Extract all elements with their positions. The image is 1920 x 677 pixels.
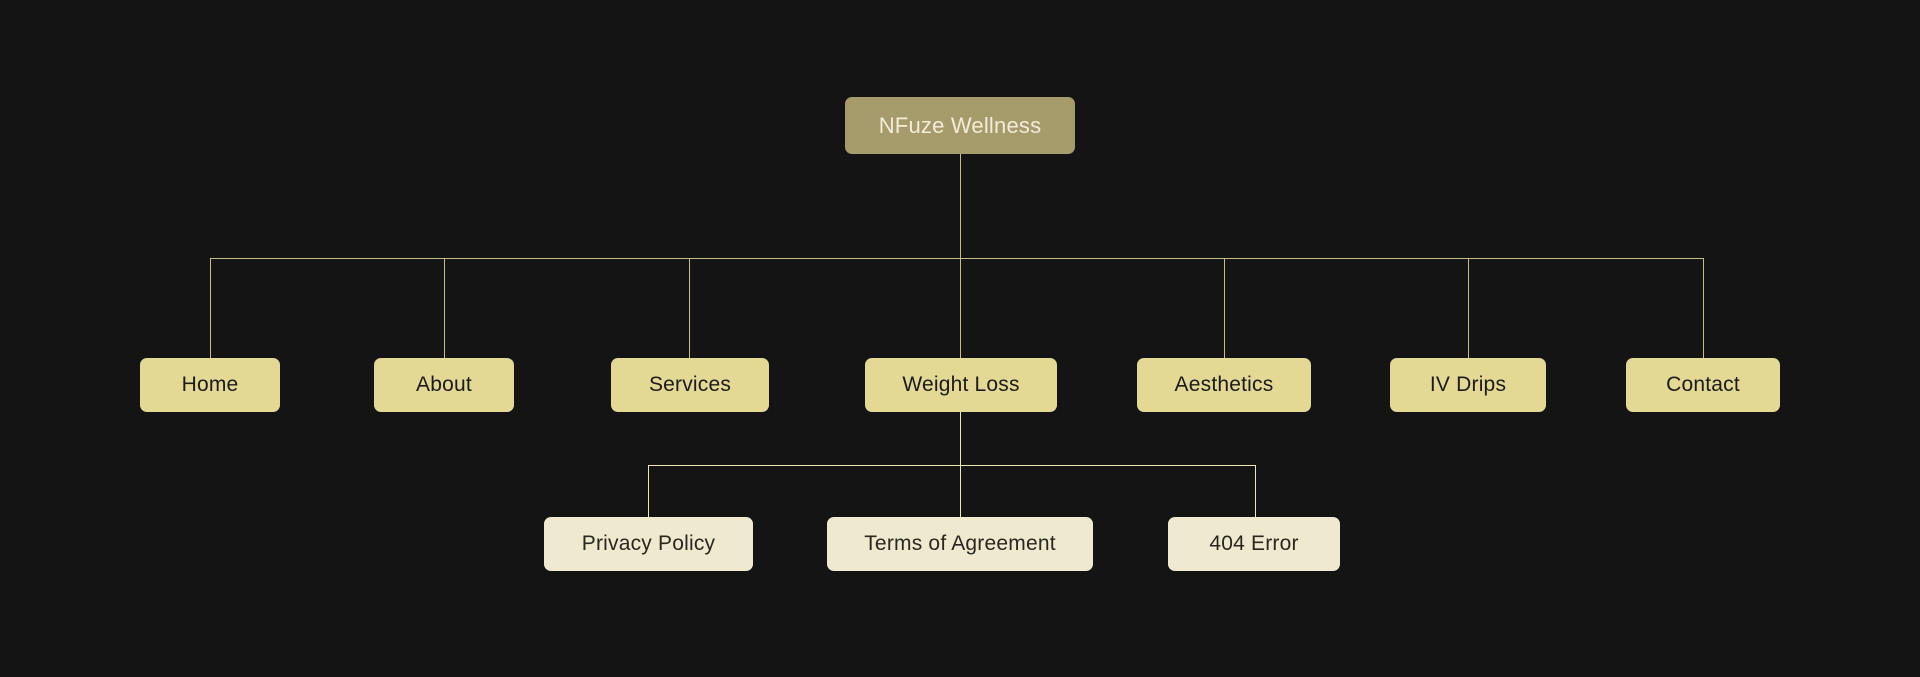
edge-drop-404-error [1255, 465, 1256, 559]
node-weight-loss-label: Weight Loss [902, 373, 1020, 396]
edge-drop-aesthetics [1224, 258, 1225, 358]
edge-drop-iv-drips [1468, 258, 1469, 358]
node-services[interactable]: Services [611, 358, 769, 412]
node-404-error-label: 404 Error [1209, 532, 1299, 555]
edge-drop-weight-loss [960, 258, 961, 358]
node-privacy-policy[interactable]: Privacy Policy [544, 517, 753, 571]
node-home-label: Home [181, 373, 239, 396]
node-services-label: Services [648, 373, 732, 396]
edge-weight-loss-stem [960, 412, 961, 465]
node-terms-of-agreement-label: Terms of Agreement [864, 532, 1056, 555]
node-root-nfuze-wellness[interactable]: NFuze Wellness [845, 97, 1075, 154]
node-iv-drips[interactable]: IV Drips [1390, 358, 1546, 412]
node-weight-loss[interactable]: Weight Loss [865, 358, 1057, 412]
node-contact[interactable]: Contact [1626, 358, 1780, 412]
node-contact-label: Contact [1666, 373, 1740, 396]
node-terms-of-agreement[interactable]: Terms of Agreement [827, 517, 1093, 571]
edge-root-stem [960, 154, 961, 258]
node-root-label: NFuze Wellness [878, 112, 1042, 138]
edge-drop-terms-of-agreement [960, 465, 961, 559]
edge-drop-home [210, 258, 211, 358]
node-privacy-policy-label: Privacy Policy [581, 532, 716, 555]
node-home[interactable]: Home [140, 358, 280, 412]
node-iv-drips-label: IV Drips [1429, 373, 1507, 396]
node-about-label: About [416, 373, 472, 396]
edge-drop-services [689, 258, 690, 358]
node-about[interactable]: About [374, 358, 514, 412]
edge-drop-privacy-policy [648, 465, 649, 559]
node-aesthetics[interactable]: Aesthetics [1137, 358, 1311, 412]
edge-level3-bus [648, 465, 1256, 466]
edge-drop-contact [1703, 258, 1704, 358]
edge-level2-bus [210, 258, 1704, 259]
node-aesthetics-label: Aesthetics [1174, 373, 1274, 396]
node-404-error[interactable]: 404 Error [1168, 517, 1340, 571]
edge-drop-about [444, 258, 445, 358]
